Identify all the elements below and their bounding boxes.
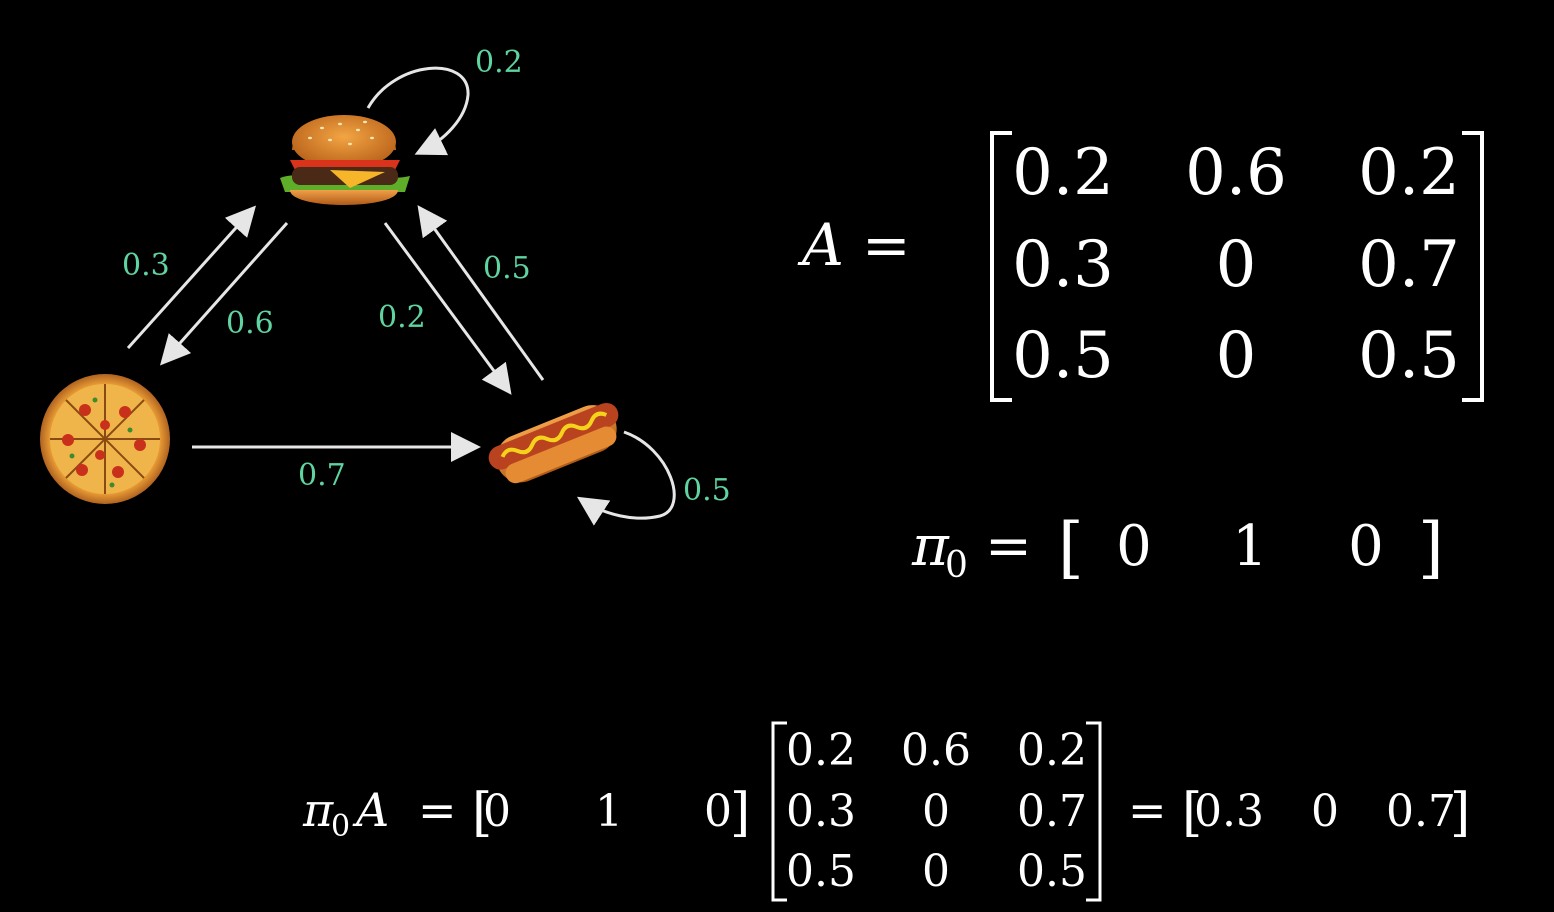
edge-label-pizza-to-burger: 0.3 — [122, 248, 170, 283]
product-pi-symbol: π — [302, 783, 334, 837]
product-result-value: 0.3 — [1194, 786, 1264, 837]
product-matrix-cell: 0.5 — [1017, 846, 1087, 897]
edge-label-burger-to-pizza: 0.6 — [226, 306, 274, 341]
product-equals-1: = — [418, 783, 457, 837]
product-vec-right-bracket: ] — [730, 783, 750, 843]
product-vec-value: 0 — [483, 786, 511, 837]
matrix-a-equals: = — [862, 211, 911, 279]
pi0-equation: π 0 = [ 0 1 0 ] — [911, 509, 1444, 586]
pi0-left-bracket: [ — [1058, 509, 1084, 586]
product-result-value: 0.7 — [1386, 786, 1456, 837]
product-matrix-cell: 0.7 — [1017, 786, 1087, 837]
product-equation: π 0 A = [ 0 1 0 ] 0.2 0.6 0.2 0.3 0 0.7 … — [302, 721, 1470, 902]
matrix-a-cell: 0.5 — [1358, 319, 1460, 393]
burger-to-pizza-arrow — [160, 222, 289, 366]
product-vec-left-bracket: [ — [472, 783, 492, 843]
edge-label-pizza-to-hotdog: 0.7 — [298, 458, 346, 493]
pi0-value: 0 — [1116, 514, 1152, 579]
product-matrix-cell: 0.5 — [786, 846, 856, 897]
product-matrix-cell: 0.6 — [901, 725, 971, 776]
pi0-equals: = — [985, 514, 1032, 579]
matrix-a-cell: 0.2 — [1012, 136, 1114, 210]
matrix-a-right-bracket — [1462, 131, 1484, 402]
hotdog-icon — [488, 402, 619, 484]
product-equals-2: = — [1128, 783, 1167, 837]
product-matrix-cell: 0.3 — [786, 786, 856, 837]
product-vec-value: 0 — [704, 786, 732, 837]
product-vec-value: 1 — [595, 786, 623, 837]
pi0-value: 1 — [1232, 514, 1268, 579]
product-pi-subscript: 0 — [331, 809, 350, 844]
matrix-a-cell: 0 — [1216, 319, 1257, 393]
product-result-value: 0 — [1311, 786, 1339, 837]
matrix-a-cell: 0.2 — [1358, 136, 1460, 210]
product-matrix-cell: 0.2 — [786, 725, 856, 776]
product-a-symbol: A — [352, 783, 389, 837]
pi0-subscript: 0 — [945, 545, 968, 586]
matrix-a-cell: 0.6 — [1185, 136, 1287, 210]
product-matrix-left-bracket — [771, 721, 787, 902]
edge-labels: 0.2 0.3 0.6 0.2 0.5 0.7 0.5 — [122, 45, 731, 508]
product-matrix-cell: 0 — [922, 786, 950, 837]
hotdog-self-loop-arrow — [576, 430, 676, 526]
matrix-a-cell: 0 — [1216, 228, 1257, 302]
product-result-right-bracket: ] — [1450, 783, 1470, 843]
edge-label-burger-self: 0.2 — [475, 45, 523, 80]
matrix-a-cell: 0.7 — [1358, 228, 1460, 302]
edge-label-burger-to-hotdog: 0.2 — [378, 300, 426, 335]
pizza-icon — [40, 374, 170, 504]
pizza-to-burger-arrow — [126, 205, 257, 350]
matrix-a-cell: 0.3 — [1012, 228, 1114, 302]
pi0-value: 0 — [1348, 514, 1384, 579]
matrix-a-symbol: A — [797, 211, 844, 279]
pi0-symbol: π — [911, 514, 950, 579]
burger-to-hotdog-arrow — [383, 222, 512, 395]
matrix-a-equation: A = 0.2 0.6 0.2 0.3 0 0.7 0.5 0 0.5 — [797, 131, 1484, 402]
edge-label-hotdog-self: 0.5 — [683, 473, 731, 508]
burger-icon — [280, 115, 410, 205]
product-result-left-bracket: [ — [1182, 783, 1202, 843]
matrix-a-left-bracket — [990, 131, 1012, 402]
burger-self-loop-arrow — [366, 66, 470, 156]
product-matrix-right-bracket — [1086, 721, 1102, 902]
arrows — [126, 66, 676, 526]
product-matrix-cell: 0.2 — [1017, 725, 1087, 776]
pi0-right-bracket: ] — [1418, 509, 1444, 586]
product-matrix-cell: 0 — [922, 846, 950, 897]
edge-label-hotdog-to-burger: 0.5 — [483, 251, 531, 286]
matrix-a-cell: 0.5 — [1012, 319, 1114, 393]
hotdog-to-burger-arrow — [417, 205, 545, 381]
